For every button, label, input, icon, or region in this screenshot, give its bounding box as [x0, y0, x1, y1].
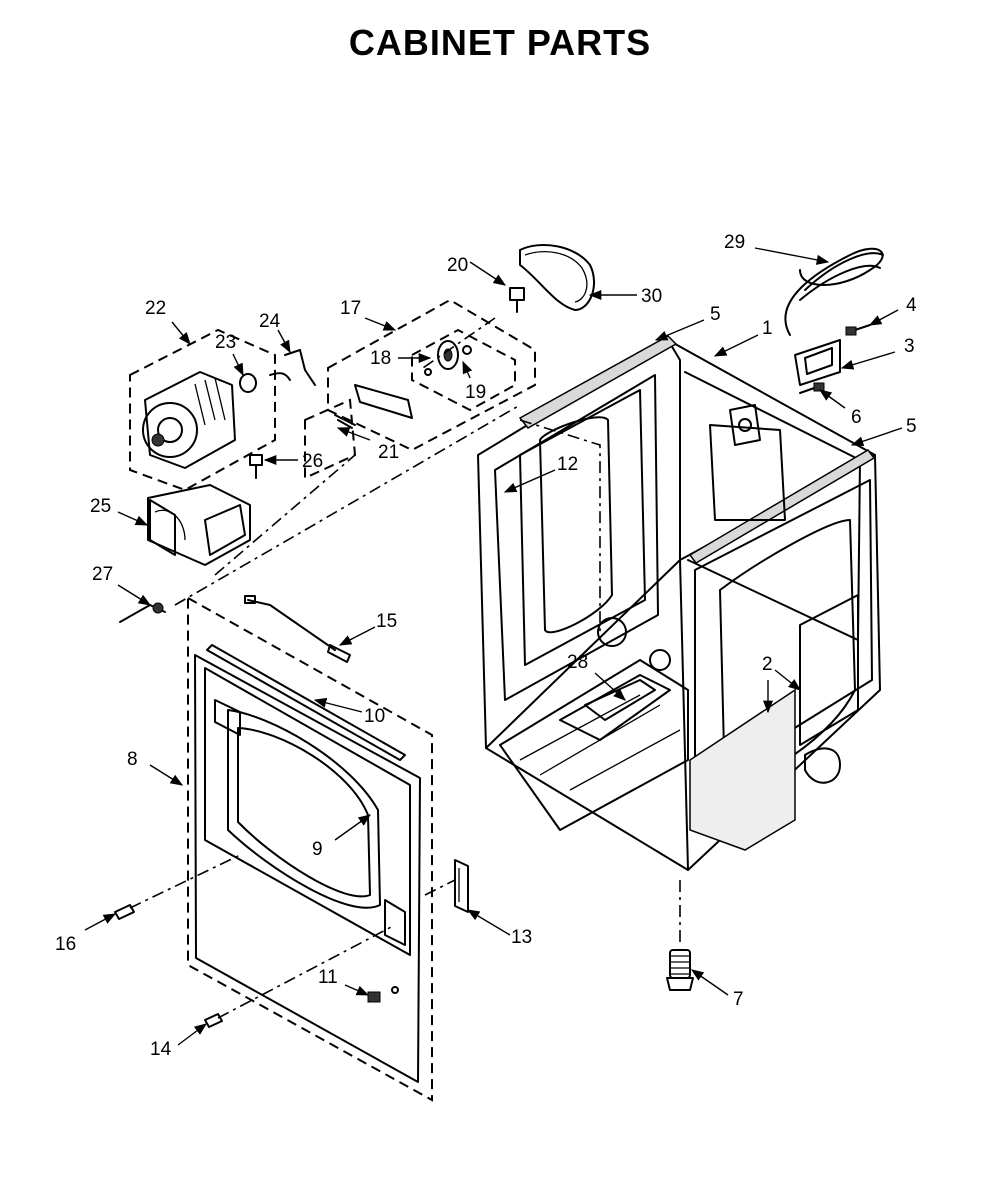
callout-9: 9	[312, 839, 323, 860]
callout-11: 11	[318, 967, 338, 988]
callout-14: 14	[150, 1039, 172, 1060]
callout-27: 27	[92, 564, 113, 585]
assembly-group-17	[327, 298, 536, 452]
callout-22: 22	[145, 298, 166, 319]
front-panel-group-8	[187, 596, 433, 1102]
callout-29: 29	[724, 232, 745, 253]
callout-4: 4	[906, 295, 917, 316]
part-11-badge	[367, 991, 381, 1003]
callout-20: 20	[447, 255, 468, 276]
cabinet-part	[477, 335, 881, 871]
callout-23: 23	[215, 332, 236, 353]
callout-28: 28	[567, 652, 588, 673]
callout-16: 16	[55, 934, 76, 955]
screw-part-20	[509, 287, 525, 313]
callout-12: 12	[557, 454, 578, 475]
hinge-and-screws-parts	[114, 854, 469, 1028]
callout-labels: 1 2 3 4 5 5 6 7 8 9 10 11 12 13 14 15 16…	[55, 232, 917, 1060]
callout-25: 25	[90, 496, 111, 517]
callout-5-right: 5	[906, 416, 917, 437]
leveling-leg-part	[666, 880, 694, 991]
callout-5-top: 5	[710, 304, 721, 325]
callout-13: 13	[511, 927, 532, 948]
callout-1: 1	[762, 318, 773, 339]
callout-6: 6	[851, 407, 862, 428]
cord-and-bracket-parts	[784, 247, 884, 394]
motor-mount-part	[119, 454, 263, 623]
callout-7: 7	[733, 989, 744, 1010]
callout-10: 10	[364, 706, 385, 727]
idler-assembly-parts	[334, 340, 472, 429]
callout-18: 18	[370, 348, 391, 369]
callout-2: 2	[762, 654, 773, 675]
diagram-title: CABINET PARTS	[348, 22, 652, 63]
callout-24: 24	[259, 311, 281, 332]
callout-15: 15	[376, 611, 397, 632]
callout-17: 17	[340, 298, 361, 319]
drive-belt-part	[519, 244, 595, 311]
callout-30: 30	[641, 286, 662, 307]
wire-harness-part	[244, 595, 351, 663]
motor-group-22	[129, 328, 276, 492]
callout-21: 21	[378, 442, 399, 463]
front-panel-part	[194, 644, 421, 1083]
callout-26: 26	[302, 451, 323, 472]
callout-8: 8	[127, 749, 138, 770]
callout-leaders	[84, 247, 903, 1046]
callout-19: 19	[465, 382, 486, 403]
callout-3: 3	[904, 336, 915, 357]
drive-motor-part	[142, 349, 316, 469]
